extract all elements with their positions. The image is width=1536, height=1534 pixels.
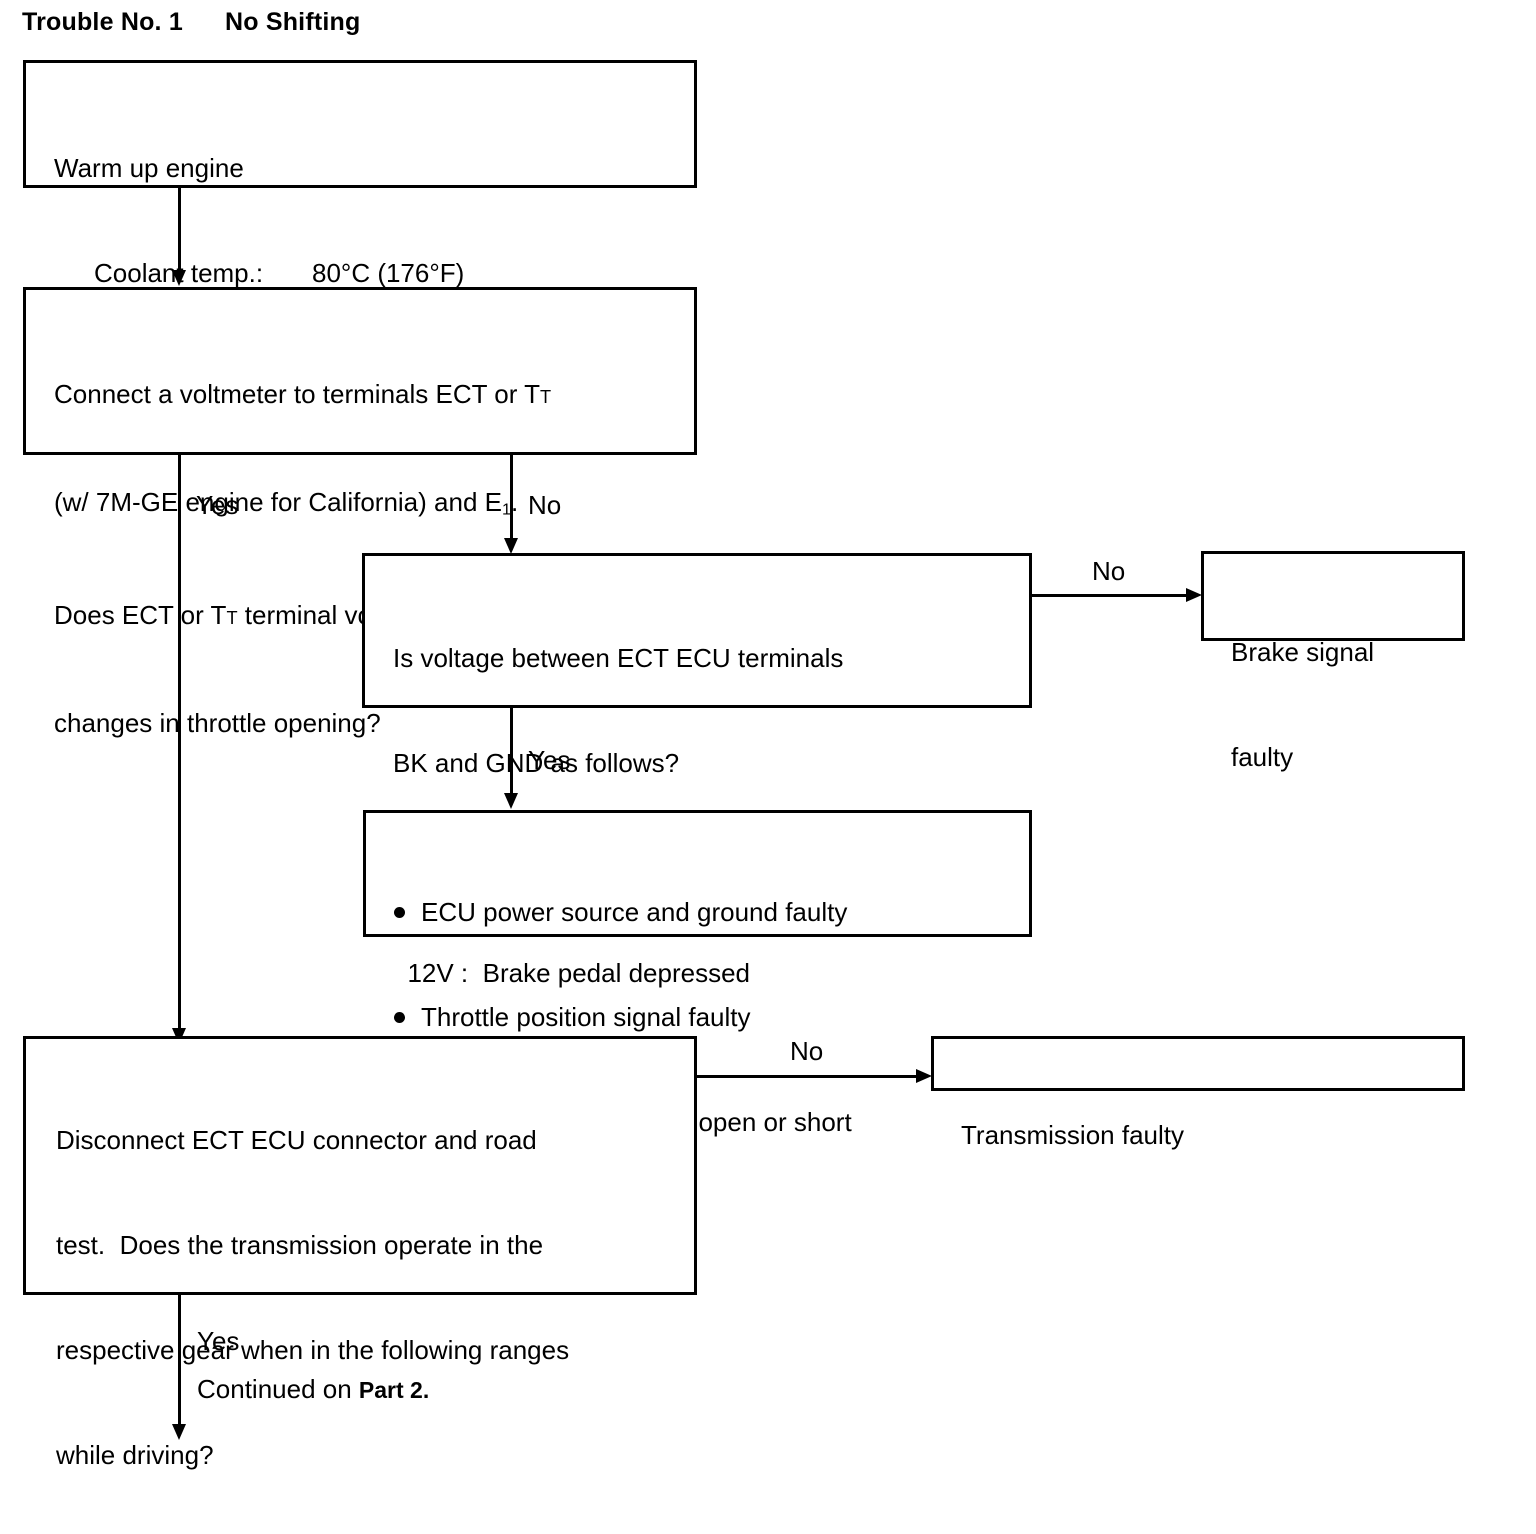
edge-label-voltmeter-yes: Yes xyxy=(196,490,239,520)
node-road-test: Disconnect ECT ECU connector and road te… xyxy=(23,1036,697,1470)
node-brake-signal-faulty: Brake signal faulty xyxy=(1201,551,1465,772)
road-test-line-1: Disconnect ECT ECU connector and road xyxy=(56,1125,537,1155)
brake-signal-line-1: Brake signal xyxy=(1231,637,1375,667)
bullet-icon xyxy=(394,907,405,918)
arrowhead-voltmeter-no xyxy=(504,538,518,554)
terminal-tt-suffix: T xyxy=(540,387,552,407)
e1-subscript: 1 xyxy=(501,500,511,519)
list-item: ECU power source and ground faulty xyxy=(394,895,1029,930)
connector-bk-gnd-yes xyxy=(510,708,513,794)
voltmeter-line-4: changes in throttle opening? xyxy=(54,707,381,738)
node-road-test-text: Disconnect ECT ECU connector and road te… xyxy=(26,1039,694,1534)
page-title: Trouble No. 1 No Shifting xyxy=(22,8,360,37)
bk-gnd-line-1: Is voltage between ECT ECU terminals xyxy=(393,643,844,673)
connector-bk-gnd-no xyxy=(1032,594,1187,597)
edge-label-road-test-no: No xyxy=(790,1036,824,1066)
connector-road-test-yes xyxy=(178,1295,181,1430)
terminal-tt-suffix-2: T xyxy=(226,607,238,628)
node-voltmeter-check: Connect a voltmeter to terminals ECT or … xyxy=(23,287,697,738)
bullet-icon xyxy=(394,1012,405,1023)
continued-note-text: Continued on xyxy=(197,1374,359,1404)
warm-up-coolant-value: 80°C (176°F) xyxy=(312,258,465,288)
arrowhead-road-test-yes xyxy=(172,1424,186,1440)
node-warm-up-engine: Warm up engine Coolant temp.: 80°C (176°F… xyxy=(23,60,697,393)
node-ecu-faults: ECU power source and ground faulty Throt… xyxy=(363,810,1032,1137)
continued-note: Continued on Part 2. xyxy=(197,1374,429,1405)
ecu-fault-1: ECU power source and ground faulty xyxy=(421,897,848,927)
bk-gnd-line-4: 12V : Brake pedal depressed xyxy=(393,958,751,988)
connector-warmup-to-voltmeter xyxy=(178,188,181,272)
transmission-faulty-line-1: Transmission faulty xyxy=(961,1120,1184,1150)
arrowhead-bk-gnd-yes xyxy=(504,793,518,809)
edge-label-bk-gnd-no: No xyxy=(1092,556,1126,586)
node-brake-signal-faulty-text: Brake signal faulty xyxy=(1204,554,1462,845)
connector-voltmeter-no xyxy=(510,455,513,539)
road-test-line-2: test. Does the transmission operate in t… xyxy=(56,1230,544,1260)
arrowhead-bk-gnd-no xyxy=(1186,588,1202,602)
node-transmission-faulty: Transmission faulty xyxy=(931,1036,1465,1150)
edge-label-road-test-yes: Yes xyxy=(197,1326,240,1356)
edge-label-voltmeter-no: No xyxy=(528,490,562,520)
bk-gnd-line-2: BK and GND as follows? xyxy=(393,748,680,778)
arrowhead-road-test-no xyxy=(916,1069,932,1083)
page-title-name: No Shifting xyxy=(224,8,361,36)
continued-note-part-ref: Part 2. xyxy=(358,1377,430,1403)
node-transmission-faulty-text: Transmission faulty xyxy=(934,1039,1462,1223)
list-item: Throttle position signal faulty xyxy=(394,1000,1029,1035)
warm-up-line-2: Coolant temp.: 80°C (176°F) xyxy=(54,256,694,291)
edge-label-bk-gnd-yes: Yes xyxy=(528,745,571,775)
road-test-line-4: while driving? xyxy=(56,1440,214,1470)
arrowhead-warmup-to-voltmeter xyxy=(172,270,186,286)
node-bk-gnd-voltage: Is voltage between ECT ECU terminals BK … xyxy=(362,553,1032,988)
brake-signal-line-2: faulty xyxy=(1231,742,1294,772)
road-test-line-3: respective gear when in the following ra… xyxy=(56,1335,570,1365)
voltmeter-line-1: Connect a voltmeter to terminals ECT or … xyxy=(54,379,552,409)
connector-road-test-no xyxy=(697,1075,917,1078)
page-title-prefix: Trouble No. 1 xyxy=(22,8,183,36)
connector-voltmeter-yes xyxy=(178,455,181,1033)
voltmeter-line-2: (w/ 7M-GE engine for California) and E1. xyxy=(54,487,519,519)
warm-up-coolant-label: Coolant temp.: xyxy=(94,258,264,288)
ecu-fault-2: Throttle position signal faulty xyxy=(421,1002,751,1032)
warm-up-line-1: Warm up engine xyxy=(54,153,244,183)
